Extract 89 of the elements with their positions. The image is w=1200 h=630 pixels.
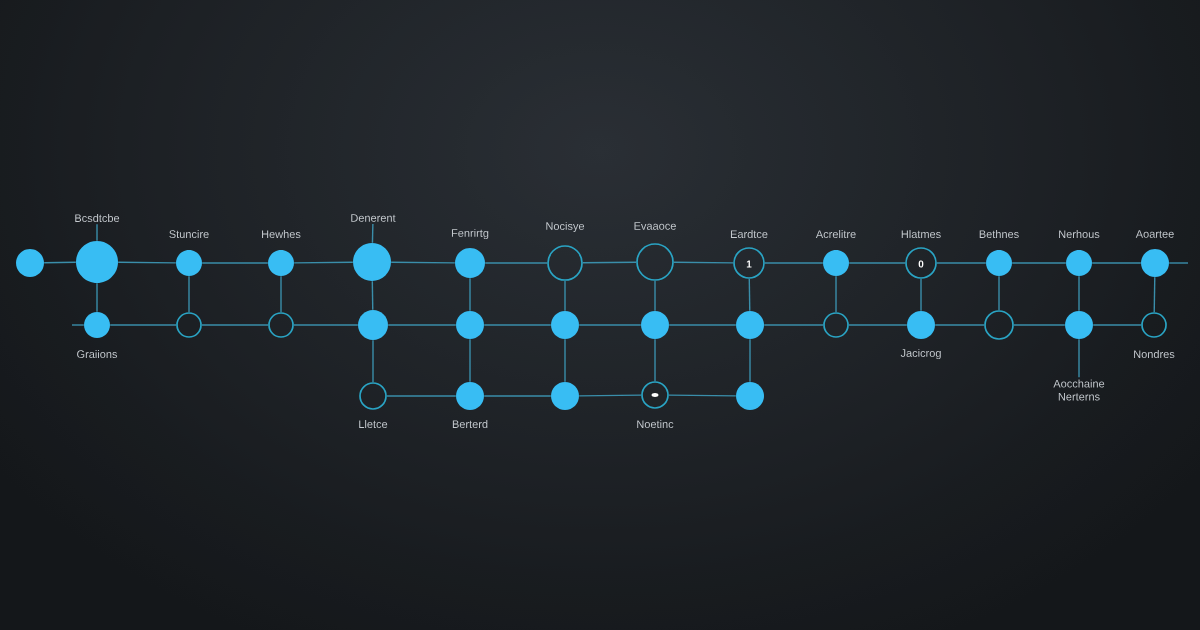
hollow-circle <box>268 312 294 338</box>
connector-line <box>764 262 824 264</box>
connector-line <box>390 261 456 264</box>
node-label: Fenrirtg <box>451 228 489 240</box>
connector-line <box>371 280 374 311</box>
node-label: Eardtce <box>730 229 768 239</box>
node-circle <box>16 249 44 277</box>
connector-line <box>1011 262 1067 264</box>
node-circle <box>76 241 118 283</box>
connector-line <box>654 280 656 312</box>
hollow-circle <box>176 312 202 338</box>
node-label: Bethnes <box>979 229 1019 239</box>
node-circle <box>736 382 764 410</box>
connector-line <box>71 324 85 326</box>
connector-line <box>748 278 751 312</box>
connector-line <box>763 324 824 326</box>
node-circle <box>358 310 388 340</box>
connector-line <box>483 324 552 326</box>
connector-line <box>280 275 282 313</box>
node-label: Hewhes <box>262 229 301 239</box>
connector-line <box>117 261 177 264</box>
connector-line <box>654 338 656 382</box>
connector-line <box>96 282 98 313</box>
node-label: Nondres <box>1134 349 1175 359</box>
connector-line <box>564 280 566 312</box>
node-label: Evaaoce <box>634 222 676 230</box>
connector-line <box>387 324 457 326</box>
connector-line <box>673 261 734 264</box>
connector-line <box>920 278 922 312</box>
connector-line <box>293 324 359 326</box>
node-label: Noetinc <box>637 419 674 429</box>
connector-line <box>201 262 269 264</box>
node-label: Acrelitre <box>815 229 856 239</box>
connector-line <box>1153 276 1156 313</box>
digit-label: 1 <box>746 260 752 268</box>
node-label: Nerhous <box>1059 229 1100 239</box>
node-label: Lletce <box>359 419 388 429</box>
node-circle <box>1065 311 1093 339</box>
connector-line <box>1092 324 1142 326</box>
node-label: Graiions <box>77 349 118 359</box>
connector-line <box>582 261 637 264</box>
connector-line <box>578 394 642 397</box>
node-circle <box>736 311 764 339</box>
label-text: Aocchaine Nerterns <box>1053 379 1105 401</box>
node-circle <box>641 311 669 339</box>
connector-line <box>1091 262 1142 264</box>
digit-label: 0 <box>918 260 924 268</box>
connector-line <box>1078 275 1080 312</box>
node-label: Stuncire <box>169 229 209 239</box>
connector-line <box>998 275 1000 311</box>
node-label: Jacicrog <box>900 348 941 360</box>
node-circle <box>551 311 579 339</box>
connector-line <box>1013 324 1066 326</box>
connector-line <box>293 261 354 264</box>
connector-line <box>201 324 269 326</box>
node-circle <box>551 382 579 410</box>
leader-line <box>1078 338 1080 378</box>
leader-line <box>371 223 374 244</box>
connector-line <box>749 338 751 383</box>
connector-line <box>848 324 908 326</box>
connector-line <box>372 339 374 383</box>
leader-line <box>96 223 98 242</box>
connector-line <box>386 395 457 397</box>
connector-line <box>934 324 985 326</box>
connector-line <box>1168 262 1189 264</box>
label-text: Bcsdtcbe <box>75 213 120 223</box>
connector-line <box>848 262 906 264</box>
hollow-circle <box>823 312 849 338</box>
connector-line <box>469 277 471 312</box>
node-label: Hlatmes <box>901 229 941 239</box>
node-label: Aoartee <box>1135 230 1174 238</box>
connector-line <box>469 338 471 383</box>
connector-line <box>668 324 737 326</box>
connector-line <box>188 275 190 313</box>
hollow-circle <box>984 310 1014 340</box>
connector-line <box>43 261 77 264</box>
node-label: Berterd <box>452 419 488 429</box>
connector-line <box>578 324 642 326</box>
node-label: Nocisye <box>546 221 585 233</box>
connector-line <box>668 394 737 397</box>
connector-line <box>484 262 548 264</box>
node-circle <box>353 243 391 281</box>
connector-line <box>109 324 177 326</box>
connector-line <box>564 338 566 383</box>
connector-line <box>483 395 552 397</box>
connector-line <box>936 262 987 264</box>
connector-line <box>835 275 837 313</box>
label-text: Denerent <box>351 214 396 222</box>
node-circle <box>456 311 484 339</box>
